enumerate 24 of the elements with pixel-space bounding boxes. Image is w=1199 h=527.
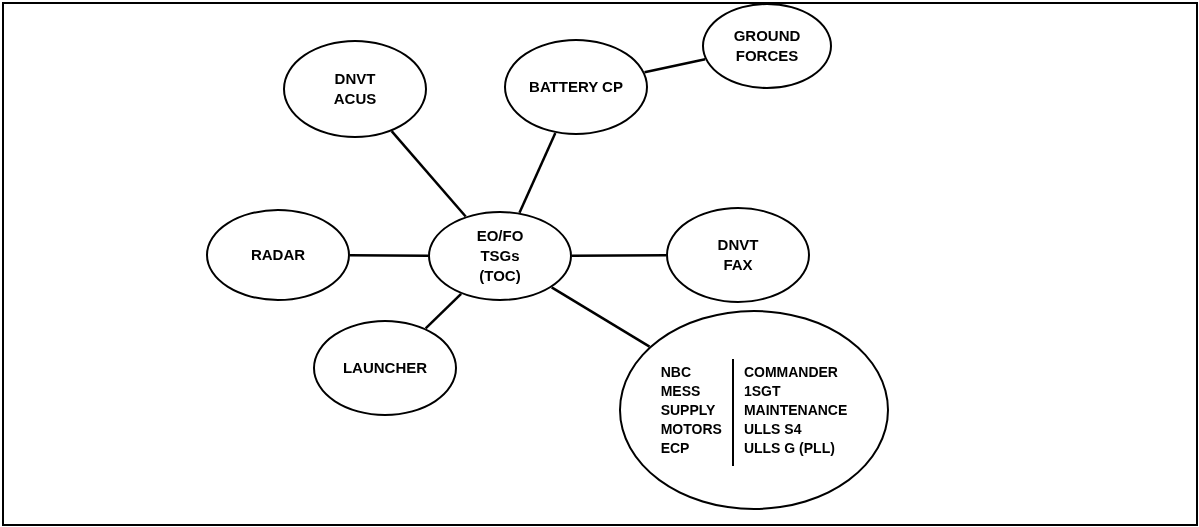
node-label: RADAR	[249, 245, 307, 265]
connector-line	[350, 254, 428, 257]
node-label: GROUND FORCES	[732, 26, 802, 66]
connector-line	[518, 132, 557, 214]
list-item: MAINTENANCE	[743, 400, 848, 420]
node-label: EO/FO TSGs (TOC)	[475, 226, 525, 286]
list-item: 1SGT	[743, 381, 782, 401]
node-label: DNVT FAX	[716, 235, 760, 275]
node-label: LAUNCHER	[341, 358, 429, 378]
connector-line	[572, 254, 666, 257]
list-item: MESS	[660, 381, 702, 401]
connector-line	[551, 286, 651, 348]
list-item: MOTORS	[660, 419, 722, 439]
node-label: BATTERY CP	[528, 77, 624, 97]
list-item: SUPPLY	[660, 400, 717, 420]
list-item: NBC	[660, 362, 692, 382]
list-item: ULLS G (PLL)	[743, 438, 836, 458]
connector-line	[390, 130, 467, 218]
list-item: ECP	[660, 438, 691, 458]
node-label: DNVT ACUS	[332, 69, 378, 109]
connector-line	[424, 292, 462, 330]
list-item: ULLS S4	[743, 419, 803, 439]
connector-line	[644, 58, 706, 74]
list-item: COMMANDER	[743, 362, 839, 382]
